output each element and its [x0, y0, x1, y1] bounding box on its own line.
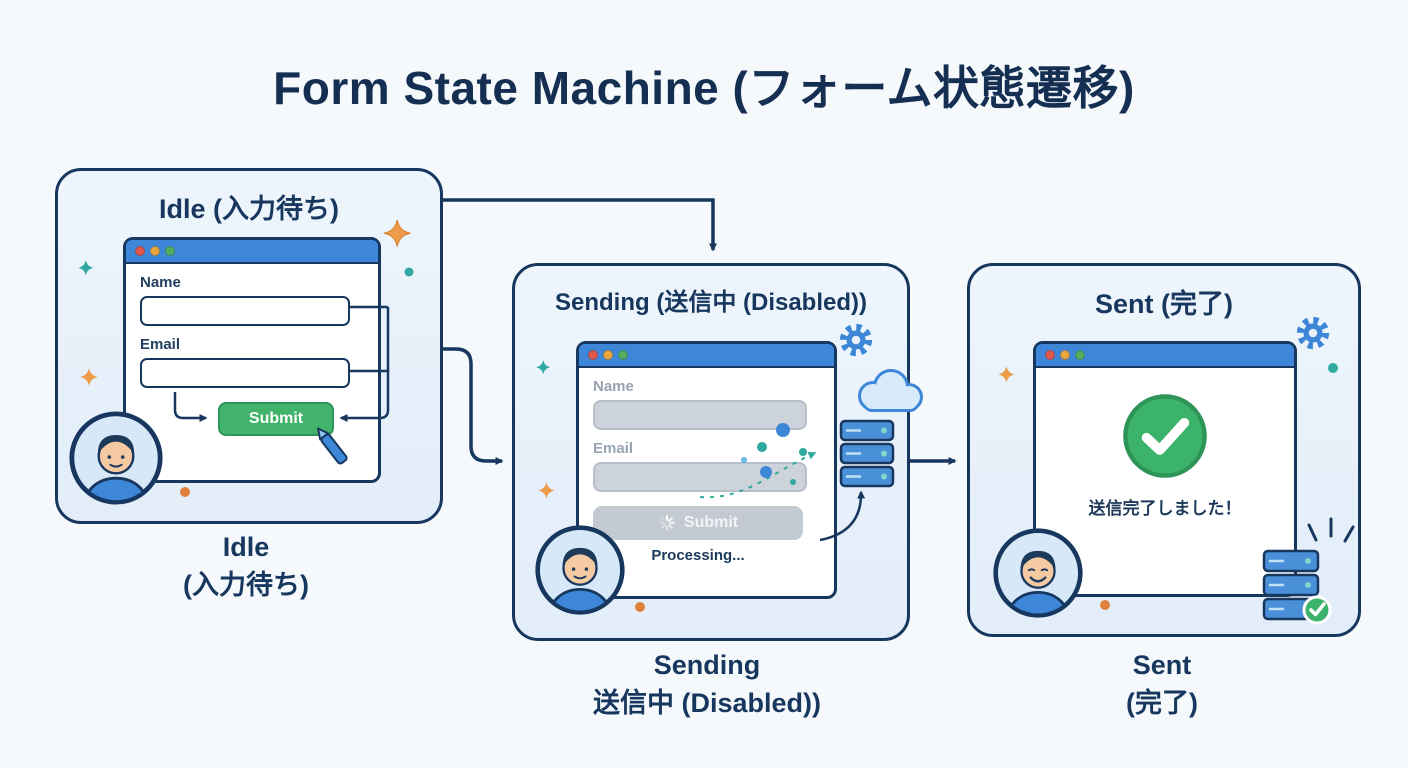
sent-panel-title: Sent (完了) [1095, 289, 1233, 319]
sending-email-label: Email [593, 440, 634, 457]
sending-caption-line1: Sending [653, 650, 761, 680]
window-dot-orange-icon [1060, 350, 1070, 360]
diagram-title: Form State Machine (フォーム状態遷移) [273, 62, 1135, 114]
sending-panel-title: Sending (送信中 (Disabled)) [555, 289, 867, 316]
window-dot-green-icon [618, 350, 628, 360]
sending-email-input-disabled [593, 462, 807, 492]
success-message: 送信完了しました！ [1088, 499, 1242, 518]
idle-submit-button[interactable]: Submit [218, 402, 334, 436]
user-avatar-icon [69, 411, 163, 505]
gear-icon [1296, 316, 1330, 350]
window-dot-red-icon [588, 350, 598, 360]
sent-window-titlebar [1036, 344, 1294, 368]
server-icon [839, 419, 895, 488]
window-dot-red-icon [135, 246, 145, 256]
sent-window-body: 送信完了しました！ [1036, 368, 1294, 519]
window-dot-red-icon [1045, 350, 1055, 360]
sent-caption-line2: (完了) [1126, 688, 1198, 718]
server-success-icon [1262, 549, 1332, 625]
sending-name-label: Name [593, 378, 634, 395]
arrow-idle-to-sending-side [440, 347, 504, 465]
idle-email-input[interactable] [140, 358, 350, 388]
sending-submit-button-disabled: Submit [593, 506, 803, 540]
sending-caption-line2: 送信中 (Disabled)) [592, 688, 821, 718]
window-dot-green-icon [1075, 350, 1085, 360]
cloud-icon [858, 369, 923, 412]
sending-submit-label: Submit [683, 514, 739, 531]
idle-form-window: Name Email Submit [123, 237, 381, 483]
idle-window-titlebar [126, 240, 378, 264]
idle-name-label: Name [140, 274, 181, 291]
idle-caption-line2: (入力待ち) [183, 570, 309, 600]
sending-name-input-disabled [593, 400, 807, 430]
sent-caption-line1: Sent [1132, 650, 1192, 680]
state-panel-sending: Sending (送信中 (Disabled)) Name Email [512, 263, 923, 641]
processing-label: Processing... [651, 547, 745, 564]
idle-email-label: Email [140, 336, 181, 353]
idle-name-input[interactable] [140, 296, 350, 326]
sending-caption: Sending 送信中 (Disabled)) [497, 646, 917, 722]
idle-panel-title: Idle (入力待ち) [159, 194, 339, 224]
sent-caption: Sent (完了) [982, 646, 1342, 722]
user-avatar-icon [993, 528, 1083, 618]
success-check-icon [1123, 394, 1207, 478]
arrow-idle-to-sending-top [440, 198, 717, 252]
idle-form-body: Name Email Submit [126, 264, 378, 444]
window-dot-orange-icon [603, 350, 613, 360]
gear-icon [839, 323, 873, 357]
user-avatar-icon [535, 525, 625, 615]
pen-icon [316, 427, 348, 465]
window-dot-green-icon [165, 246, 175, 256]
spinner-icon [659, 515, 675, 531]
sending-window-titlebar [579, 344, 834, 368]
idle-caption: Idle (入力待ち) [55, 528, 437, 604]
idle-caption-line1: Idle [222, 532, 270, 562]
state-panel-sent: Sent (完了) 送信完了しました！ [967, 263, 1361, 637]
state-panel-idle: Idle (入力待ち) Name Email Submit [55, 168, 443, 524]
window-dot-orange-icon [150, 246, 160, 256]
